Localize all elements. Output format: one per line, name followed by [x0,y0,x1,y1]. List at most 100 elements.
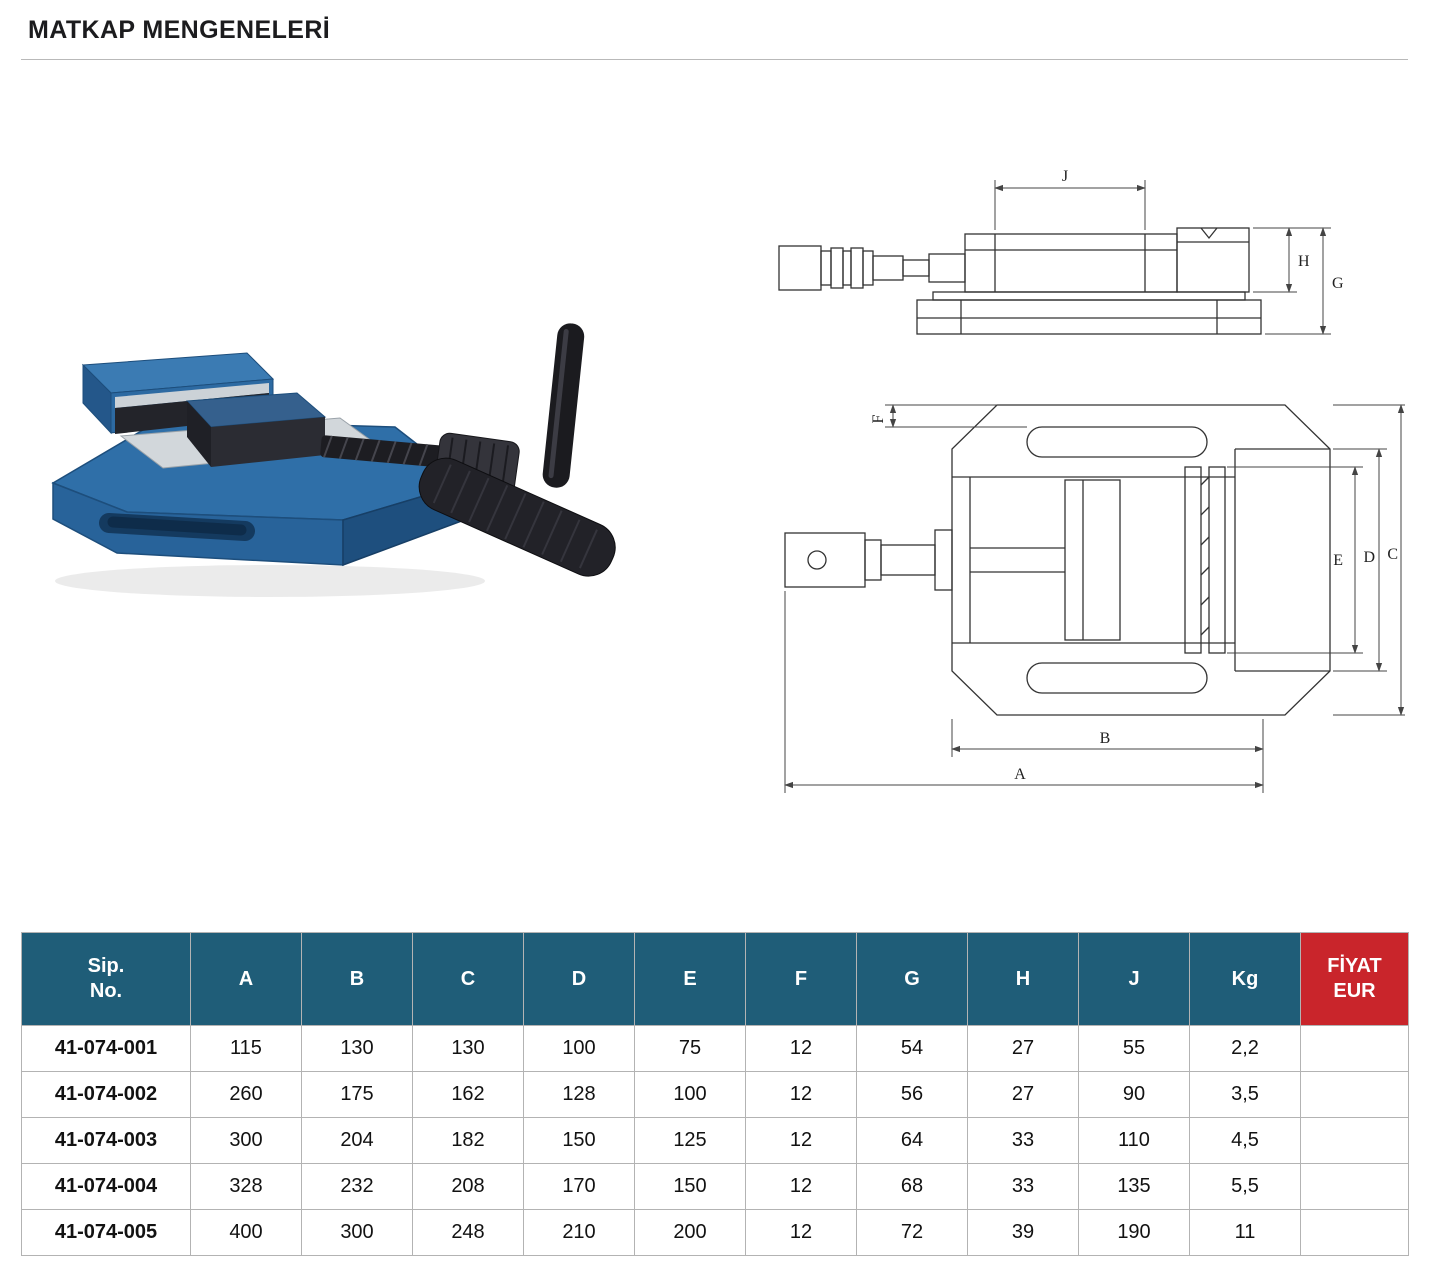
cell-e: 150 [634,1163,746,1210]
cell-g: 64 [856,1117,968,1164]
drill-vise-image [51,323,616,597]
lead-screw [320,435,454,469]
cell-f: 12 [745,1117,857,1164]
table-row: 41-074-002 260 175 162 128 100 12 56 27 … [21,1071,1409,1118]
dim-label-d: D [1363,549,1375,566]
cell-kg: 2,2 [1189,1025,1301,1072]
title-divider [21,59,1408,60]
dim-label-a: A [1014,766,1026,783]
handle-rod [542,323,585,488]
cell-j: 55 [1078,1025,1190,1072]
cell-e: 75 [634,1025,746,1072]
cell-h: 33 [967,1163,1079,1210]
cell-a: 115 [190,1025,302,1072]
cell-j: 90 [1078,1071,1190,1118]
table-row: 41-074-003 300 204 182 150 125 12 64 33 … [21,1117,1409,1164]
cell-j: 135 [1078,1163,1190,1210]
col-header-sip-no: Sip. No. [21,932,191,1026]
col-header-fiyat-eur: FİYAT EUR [1300,932,1409,1026]
cell-kg: 11 [1189,1209,1301,1256]
col-header-j: J [1078,932,1190,1026]
col-header-g: G [856,932,968,1026]
col-header-sip-no-label: Sip. No. [87,955,125,1002]
cell-price [1300,1117,1409,1164]
dim-label-e: E [1333,552,1343,569]
cell-sip-no: 41-074-005 [21,1209,191,1256]
cell-kg: 5,5 [1189,1163,1301,1210]
product-photo [35,315,635,625]
col-header-fiyat-eur-label: FİYAT EUR [1327,955,1382,1002]
cell-a: 300 [190,1117,302,1164]
cell-e: 125 [634,1117,746,1164]
dim-label-j: J [1062,168,1068,185]
side-view-svg: J H G [778,168,1344,335]
cell-c: 248 [412,1209,524,1256]
cell-sip-no: 41-074-001 [21,1025,191,1072]
cell-b: 300 [301,1209,413,1256]
cell-d: 150 [523,1117,635,1164]
cell-e: 200 [634,1209,746,1256]
cell-h: 27 [967,1071,1079,1118]
dim-label-f: F [870,414,887,423]
cell-price [1300,1071,1409,1118]
cell-sip-no: 41-074-003 [21,1117,191,1164]
plan-view-dimensions [784,404,1409,793]
cell-h: 39 [967,1209,1079,1256]
cell-price [1300,1163,1409,1210]
handle-grip [418,457,616,577]
page-title: MATKAP MENGENELERİ [28,16,331,44]
dim-label-b: B [1100,730,1111,747]
cell-j: 110 [1078,1117,1190,1164]
cell-d: 170 [523,1163,635,1210]
cell-c: 162 [412,1071,524,1118]
cell-j: 190 [1078,1209,1190,1256]
cell-e: 100 [634,1071,746,1118]
cell-d: 210 [523,1209,635,1256]
cell-g: 54 [856,1025,968,1072]
cell-b: 204 [301,1117,413,1164]
cell-kg: 4,5 [1189,1117,1301,1164]
cell-c: 208 [412,1163,524,1210]
spec-table: Sip. No. A B C D E F G H J Kg FİYAT EUR … [21,932,1409,1256]
table-header-row: Sip. No. A B C D E F G H J Kg FİYAT EUR [21,932,1409,1026]
dim-label-c: C [1387,546,1398,563]
technical-drawing-side-view: J H G [765,150,1365,390]
technical-drawing-plan-view: F E D C B A [765,385,1409,835]
cell-f: 12 [745,1025,857,1072]
col-header-h: H [967,932,1079,1026]
cell-c: 182 [412,1117,524,1164]
side-view-dimensions [994,180,1331,335]
col-header-f: F [745,932,857,1026]
cell-b: 232 [301,1163,413,1210]
plan-view-geometry [784,404,1331,716]
cell-f: 12 [745,1209,857,1256]
cell-b: 130 [301,1025,413,1072]
col-header-a: A [190,932,302,1026]
table-row: 41-074-004 328 232 208 170 150 12 68 33 … [21,1163,1409,1210]
cell-price [1300,1209,1409,1256]
col-header-d: D [523,932,635,1026]
cell-d: 100 [523,1025,635,1072]
col-header-c: C [412,932,524,1026]
plan-view-svg: F E D C B A [784,404,1409,793]
cell-h: 33 [967,1117,1079,1164]
col-header-b: B [301,932,413,1026]
cell-price [1300,1025,1409,1072]
cell-f: 12 [745,1163,857,1210]
cell-sip-no: 41-074-004 [21,1163,191,1210]
cell-b: 175 [301,1071,413,1118]
vise-movable-jaw [185,392,327,467]
cell-d: 128 [523,1071,635,1118]
col-header-kg: Kg [1189,932,1301,1026]
cell-kg: 3,5 [1189,1071,1301,1118]
cell-a: 400 [190,1209,302,1256]
cell-g: 56 [856,1071,968,1118]
dim-label-h: H [1298,253,1310,270]
table-row: 41-074-005 400 300 248 210 200 12 72 39 … [21,1209,1409,1256]
cell-g: 72 [856,1209,968,1256]
cell-sip-no: 41-074-002 [21,1071,191,1118]
cell-f: 12 [745,1071,857,1118]
table-row: 41-074-001 115 130 130 100 75 12 54 27 5… [21,1025,1409,1072]
cell-c: 130 [412,1025,524,1072]
